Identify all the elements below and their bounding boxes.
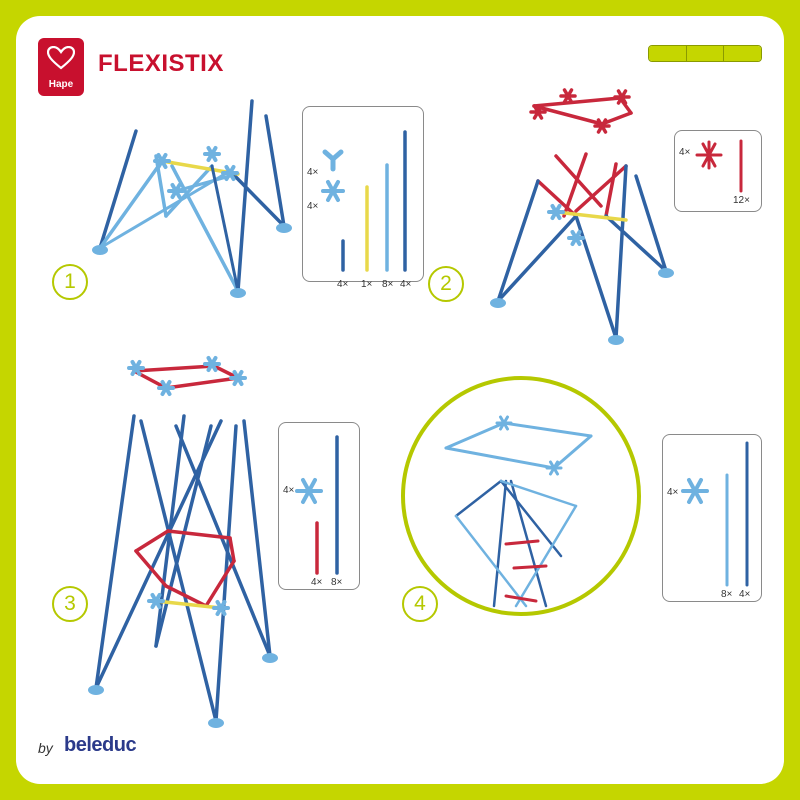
step-number-2: 2 [428,266,464,302]
part-count-label: 1× [361,279,373,290]
part-count-label: 4× [283,485,295,496]
step-number-3: 3 [52,586,88,622]
step-1-parts-graphic [321,130,407,272]
step-3-illustration [88,356,278,728]
part-count-label: 4× [739,589,751,600]
step-1-illustration [92,99,292,298]
part-count-label: 8× [331,577,343,588]
step-2-parts-graphic [695,139,743,193]
page-title: FLEXISTIX [98,50,224,77]
step-4-parts-graphic [681,441,749,587]
part-count-label: 12× [733,195,750,206]
part-count-label: 4× [307,201,319,212]
progress-segment [686,46,725,61]
hape-logo: Hape [38,38,84,96]
part-count-label: 4× [337,279,349,290]
step-4-illustration [401,376,641,616]
part-count-label: 8× [721,589,733,600]
part-count-label: 4× [311,577,323,588]
assembly-illustrations [88,88,674,728]
part-count-label: 4× [667,487,679,498]
progress-indicator [648,45,762,62]
step-1-parts-box: 4× 4× 4× 1× 8× 4× [302,106,424,290]
by-text: by [38,740,53,756]
part-count-label: 8× [382,279,394,290]
step-3-parts-box: 4× 4× 8× [278,422,360,590]
progress-segment [724,46,761,61]
step-2-parts-box: 4× 12× [674,130,762,212]
step-3-parts-graphic [295,435,339,575]
heart-icon [47,46,75,70]
logo-text: Hape [48,79,74,90]
instruction-page: Hape FLEXISTIX [16,16,784,784]
progress-segment [649,46,687,61]
beleduc-logo: beleduc [64,734,137,756]
step-4-parts-box: 4× 8× 4× [662,434,762,602]
step-number-1: 1 [52,264,88,300]
part-count-label: 4× [679,147,691,158]
step-2-illustration [490,88,674,345]
step-number-4: 4 [402,586,438,622]
part-count-label: 4× [400,279,412,290]
part-count-label: 4× [307,167,319,178]
